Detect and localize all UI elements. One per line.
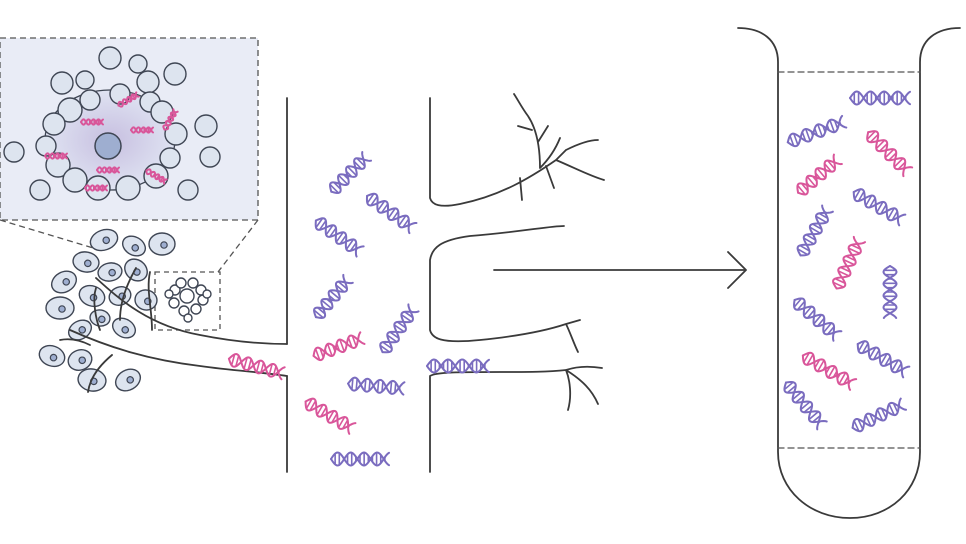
tissue-cell — [72, 251, 100, 273]
dna-double-helix-icon — [312, 331, 366, 362]
dna-double-helix-icon — [866, 130, 914, 178]
tumor-sphere — [164, 122, 188, 146]
tumor-cell — [190, 303, 202, 315]
tissue-cells — [38, 228, 176, 392]
capillary-wall-upper — [95, 277, 288, 345]
dna-double-helix-icon — [44, 152, 68, 160]
dna-double-helix-icon — [786, 114, 848, 148]
dna-double-helix-icon — [96, 166, 120, 174]
dna-double-helix-icon — [796, 204, 834, 257]
tumor-cell — [175, 277, 187, 289]
dna-double-helix-icon — [849, 90, 911, 106]
dna-double-helix-icon — [852, 188, 907, 227]
tissue-cell — [111, 317, 137, 339]
tissue-cell — [89, 228, 119, 252]
tumor-sphere — [163, 62, 187, 86]
dna-double-helix-icon — [227, 353, 286, 381]
dna-double-helix-icon — [379, 303, 420, 354]
tumor-cell — [202, 289, 212, 299]
tissue-cell — [134, 289, 158, 311]
dna-double-helix-icon — [783, 381, 828, 431]
dna-double-helix-icon — [365, 192, 418, 235]
tissue-cell — [114, 368, 142, 392]
central-nucleus — [94, 132, 122, 160]
dna-double-helix-icon — [426, 358, 490, 374]
dna-double-helix-icon — [856, 340, 911, 379]
dna-double-helix-icon — [84, 184, 108, 192]
tumor-sphere — [136, 70, 160, 94]
right-arrow-icon — [493, 251, 747, 289]
tumor-cell — [168, 297, 180, 309]
tumor-sphere — [79, 89, 101, 111]
tumor-sphere — [42, 112, 66, 136]
dna-double-helix-icon — [882, 265, 898, 319]
dna-double-helix-icon — [130, 126, 154, 134]
tissue-cell — [148, 232, 176, 256]
dna-double-helix-icon — [329, 150, 373, 194]
cfdna-fragments — [227, 90, 914, 467]
capillary-branch — [87, 354, 113, 393]
magnified-inset — [0, 37, 259, 273]
test-tube-icon — [737, 27, 961, 519]
dna-double-helix-icon — [832, 235, 867, 290]
vessel-right-wall — [429, 93, 605, 207]
blood-vessel-icon — [286, 93, 605, 473]
tube-outline — [737, 27, 961, 519]
tissue-cell — [121, 235, 147, 257]
tissue-cell — [78, 284, 106, 308]
tumor-sphere — [75, 70, 95, 90]
vessel-right-wall-mid — [429, 225, 581, 353]
tissue-cell — [67, 319, 93, 341]
dna-double-helix-icon — [117, 91, 140, 108]
tumor-cell — [183, 313, 193, 323]
tissue-cell — [50, 270, 78, 294]
dna-double-helix-icon — [80, 118, 104, 126]
tumor-sphere — [29, 179, 51, 201]
tumor-cell — [164, 289, 174, 299]
tumor-cell — [179, 288, 195, 304]
tissue-cell — [89, 309, 111, 327]
capillary-branch — [59, 338, 91, 346]
dna-double-helix-icon — [162, 108, 179, 131]
tumor-sphere — [3, 141, 25, 163]
tumor-sphere — [115, 175, 141, 201]
tumor-sphere — [50, 71, 74, 95]
capillary-branch — [147, 271, 153, 331]
dna-double-helix-icon — [796, 153, 843, 196]
dna-double-helix-icon — [347, 376, 406, 396]
inset-connector-line — [217, 219, 259, 273]
tumor-sphere — [62, 167, 88, 193]
capillary-branch — [93, 287, 101, 331]
dna-double-helix-icon — [145, 168, 168, 185]
vessel-right-wall-lower — [429, 365, 603, 473]
inset-connector-line — [0, 219, 101, 251]
dna-double-helix-icon — [330, 451, 390, 467]
tumor-cell — [187, 277, 199, 289]
dna-double-helix-icon — [801, 351, 858, 391]
tissue-cell — [97, 262, 123, 282]
inset-dna-fragments — [44, 91, 179, 192]
tissue-cell — [38, 344, 66, 368]
tissue-cell — [67, 349, 93, 371]
tumor-cell-cluster-icon — [164, 277, 212, 323]
tumor-sphere — [199, 146, 221, 168]
tissue-cell — [45, 296, 75, 320]
dna-double-helix-icon — [304, 397, 357, 435]
tumor-sphere — [194, 114, 218, 138]
dna-double-helix-icon — [851, 397, 907, 433]
tumor-sphere — [98, 46, 122, 70]
dna-double-helix-icon — [313, 273, 354, 319]
tumor-sphere — [128, 54, 148, 74]
tumor-sphere — [177, 179, 199, 201]
tumor-sphere — [57, 97, 83, 123]
capillary-branch — [119, 267, 137, 321]
dna-double-helix-icon — [793, 297, 843, 342]
tissue-cell — [124, 258, 148, 282]
dna-double-helix-icon — [314, 217, 365, 258]
arrow-head — [727, 251, 747, 289]
tumor-sphere — [159, 147, 181, 169]
